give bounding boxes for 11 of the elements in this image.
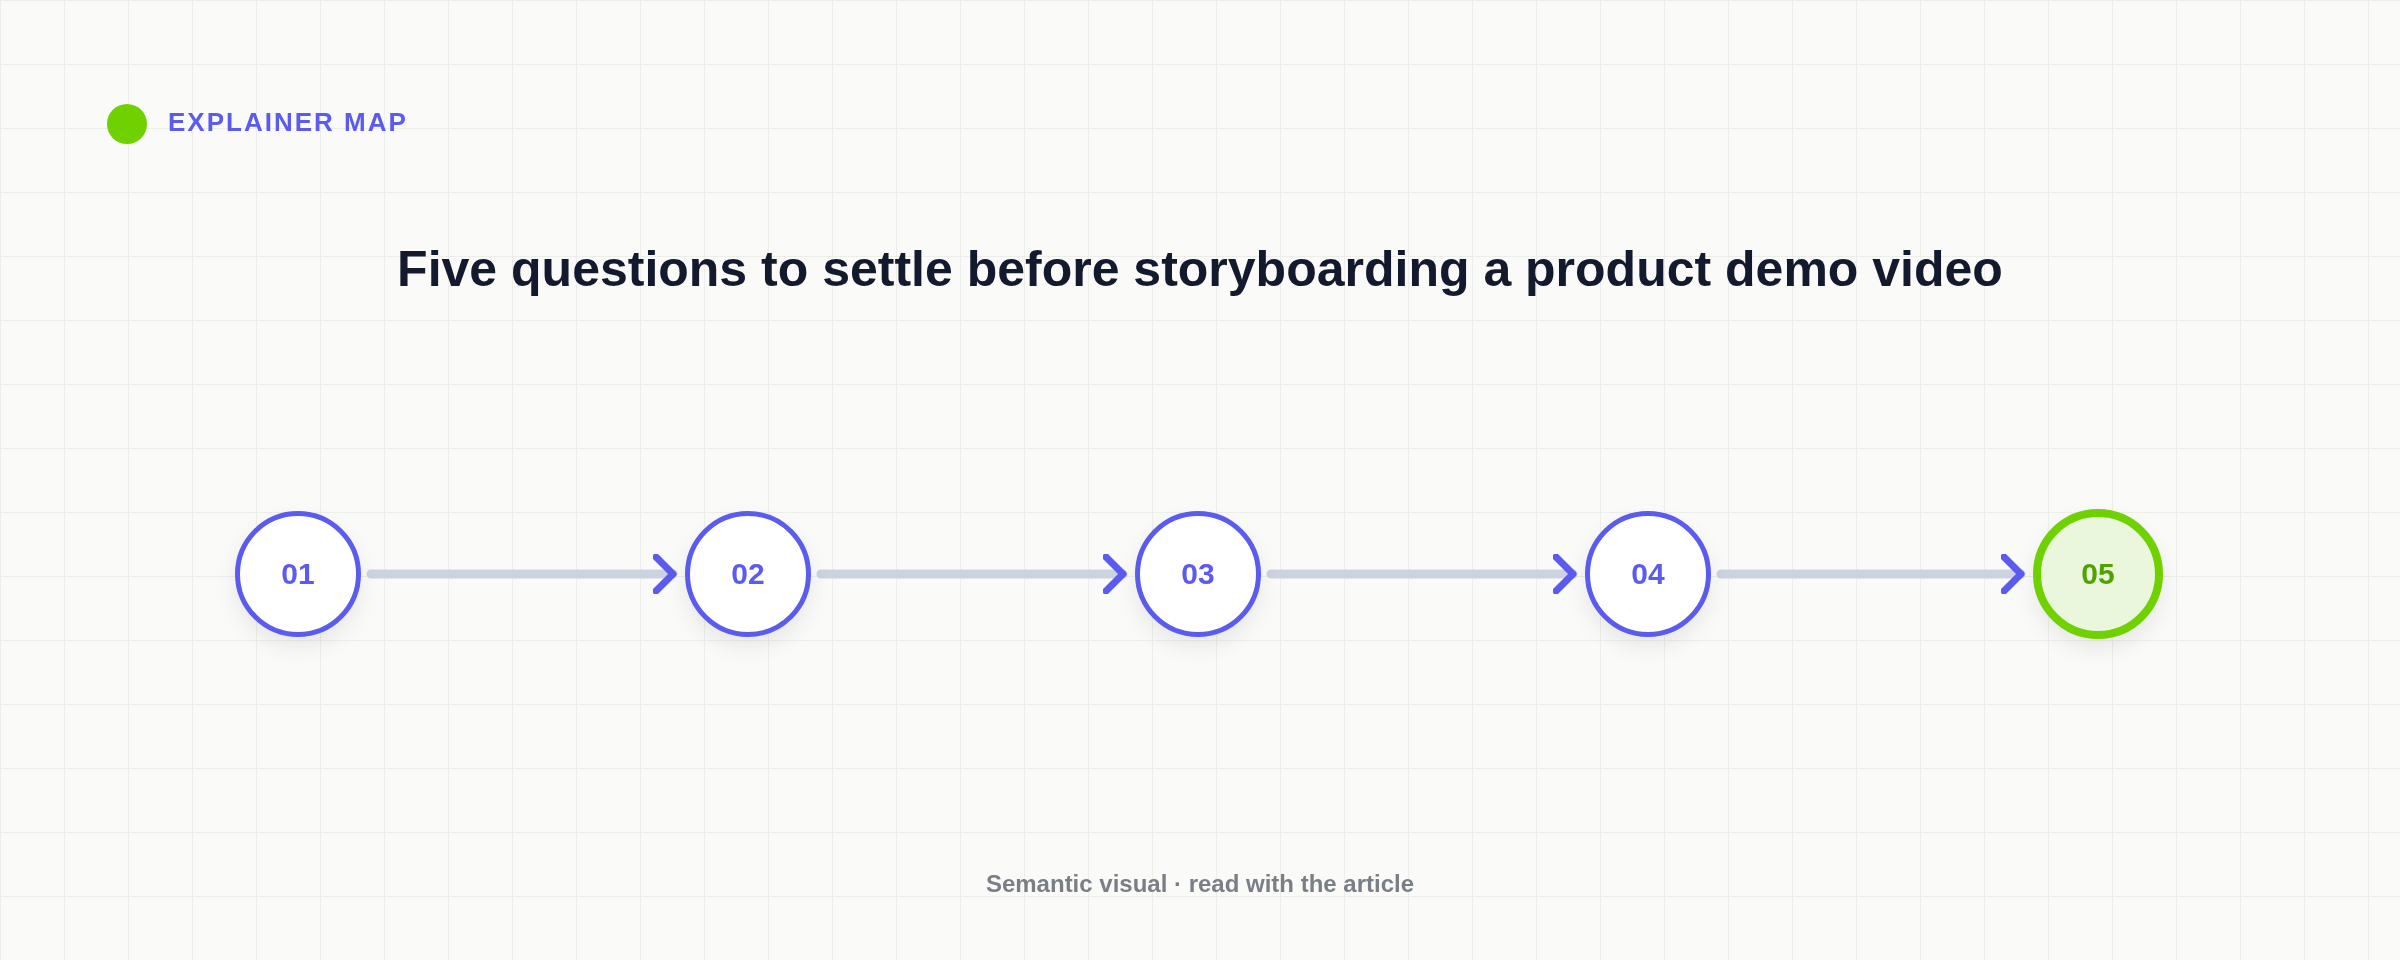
step-number: 02 (731, 557, 765, 591)
footer-note: Semantic visual · read with the article (985, 870, 1415, 898)
step-number: 05 (2081, 557, 2115, 591)
step-number: 04 (1631, 557, 1665, 591)
title: Five questions to settle before storyboarding a product demo video (397, 240, 2003, 298)
arrow (1266, 553, 1578, 595)
arrow (816, 553, 1128, 595)
arrow (366, 553, 678, 595)
step-number: 03 (1181, 557, 1215, 591)
step-number: 01 (281, 557, 315, 591)
header-label: EXPLAINER MAP (168, 107, 408, 138)
